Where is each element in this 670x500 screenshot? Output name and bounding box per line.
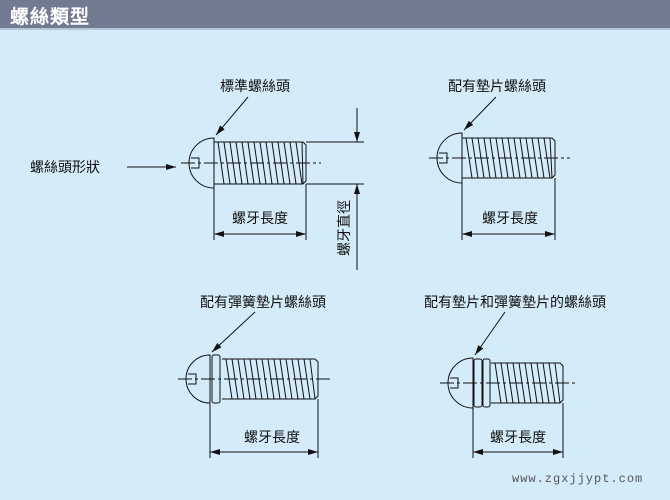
leader-arrow-2 [463,96,497,131]
head-shape-label: 螺絲頭形狀 [30,160,100,176]
screw-3-length-label: 螺牙長度 [244,430,300,446]
thread-diameter-label: 螺牙直徑 [336,200,353,256]
screw-1-length-label: 螺牙長度 [232,211,288,227]
screw-2-title: 配有墊片螺絲頭 [448,79,546,95]
leader-arrow-3 [211,311,256,353]
screw-3-title: 配有彈簧墊片螺絲頭 [200,295,326,311]
page-title: 螺絲類型 [10,6,91,28]
screw-4-length-label: 螺牙長度 [490,430,546,446]
screw-head-1 [188,137,215,189]
leader-arrow-1 [215,96,249,136]
screw-head-3 [185,354,211,404]
screw-2-length-label: 螺牙長度 [482,211,538,227]
screw-4-title: 配有墊片和彈簧墊片的螺絲頭 [424,295,606,311]
header-bar: 螺絲類型 [0,0,670,30]
screw-1-title: 標準螺絲頭 [220,79,290,95]
screw-head-4 [447,357,474,409]
leader-arrow-4 [474,311,506,356]
watermark: www.zgxjjypt.com [512,472,643,486]
screw-head-2 [436,132,463,184]
